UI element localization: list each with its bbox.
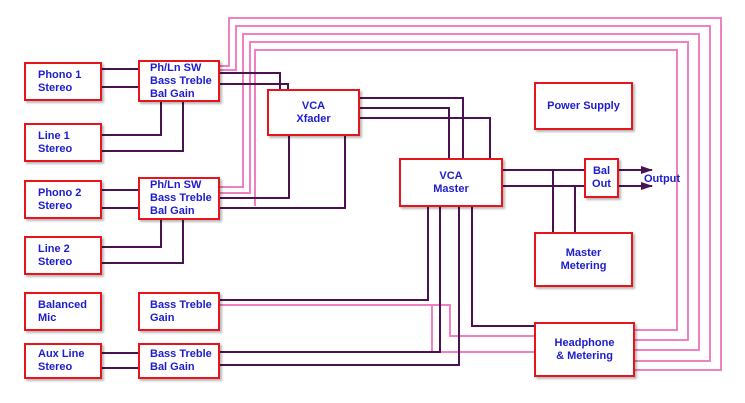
block-text: Bal Gain bbox=[150, 205, 195, 217]
headphone-metering-block: Headphone & Metering bbox=[534, 322, 635, 377]
block-text: Aux Line bbox=[38, 348, 85, 360]
signal-wire bbox=[358, 107, 450, 160]
phono2-block: Phono 2 Stereo bbox=[24, 180, 102, 219]
block-text: Stereo bbox=[38, 199, 73, 212]
output-label: Output bbox=[644, 173, 681, 185]
block-text: Bass Treble bbox=[150, 192, 212, 204]
power-wire bbox=[218, 41, 689, 341]
block-text: Master bbox=[565, 246, 602, 259]
power-wire bbox=[254, 49, 678, 331]
line2-block: Line 2 Stereo bbox=[24, 236, 102, 275]
block-text: Gain bbox=[150, 311, 175, 324]
block-text: Bass Treble bbox=[150, 74, 212, 87]
signal-wire bbox=[101, 100, 184, 152]
power-supply-block: Power Supply bbox=[534, 82, 633, 130]
signal-wire bbox=[218, 134, 346, 209]
block-text: Bal bbox=[592, 165, 611, 177]
vca-xfader-block: VCA Xfader bbox=[267, 89, 360, 136]
signal-wires bbox=[101, 68, 653, 369]
block-text: Headphone bbox=[554, 336, 615, 349]
power-wire bbox=[218, 304, 535, 337]
block-text: Master bbox=[433, 182, 469, 195]
phono1-block: Phono 1 Stereo bbox=[24, 62, 102, 101]
phlnsw2-block: Ph/Ln SW Bass Treble Bal Gain bbox=[138, 177, 220, 220]
vca-master-block: VCA Master bbox=[399, 158, 503, 207]
signal-wire bbox=[218, 134, 290, 199]
bt-balgain-block: Bass Treble Bal Gain bbox=[138, 343, 220, 379]
block-text: Stereo bbox=[38, 81, 73, 94]
signal-wire bbox=[101, 100, 162, 136]
block-text: Line 1 bbox=[38, 129, 70, 142]
block-text: Line 2 bbox=[38, 242, 70, 255]
block-text: VCA bbox=[301, 99, 326, 112]
power-wire bbox=[218, 17, 722, 371]
phlnsw1-block: Ph/Ln SW Bass Treble Bal Gain bbox=[138, 60, 220, 102]
block-text: Stereo bbox=[38, 255, 73, 268]
power-wire bbox=[431, 305, 535, 353]
block-text: Balanced bbox=[38, 298, 87, 311]
signal-wire bbox=[101, 218, 184, 264]
block-text: Bass Treble bbox=[150, 348, 212, 360]
block-text: Phono 1 bbox=[38, 68, 82, 81]
line1-block: Line 1 Stereo bbox=[24, 123, 102, 162]
master-metering-block: Master Metering bbox=[534, 232, 633, 287]
block-text: Stereo bbox=[38, 142, 73, 155]
block-text: Bal Gain bbox=[150, 87, 195, 100]
signal-wire bbox=[218, 205, 429, 301]
signal-wire bbox=[101, 218, 162, 248]
balanced-mic-block: Balanced Mic bbox=[24, 292, 102, 331]
block-text: Ph/Ln SW bbox=[150, 61, 202, 74]
signal-wire bbox=[358, 117, 491, 160]
block-text: Stereo bbox=[38, 361, 73, 373]
block-text: Ph/Ln SW bbox=[150, 179, 202, 191]
block-text: & Metering bbox=[556, 349, 613, 362]
signal-wire bbox=[471, 205, 535, 327]
aux-line-block: Aux Line Stereo bbox=[24, 343, 102, 379]
power-wire bbox=[218, 25, 711, 362]
block-text: VCA bbox=[439, 169, 463, 182]
signal-wire bbox=[218, 205, 441, 353]
block-text: Out bbox=[592, 178, 611, 190]
block-text: Metering bbox=[560, 259, 607, 272]
power-wire bbox=[218, 33, 700, 351]
signal-wire bbox=[218, 205, 460, 366]
block-text: Bass Treble bbox=[150, 298, 212, 311]
block-text: Bal Gain bbox=[150, 361, 195, 373]
block-text: Mic bbox=[38, 311, 57, 324]
block-text: Phono 2 bbox=[38, 186, 82, 199]
power-wires bbox=[218, 17, 722, 371]
block-text: Power Supply bbox=[547, 99, 620, 112]
signal-wire bbox=[218, 83, 289, 91]
bt-gain-block: Bass Treble Gain bbox=[138, 292, 220, 331]
signal-wire bbox=[358, 97, 464, 160]
bal-out-block: Bal Out bbox=[584, 158, 619, 198]
block-text: Xfader bbox=[296, 112, 331, 125]
